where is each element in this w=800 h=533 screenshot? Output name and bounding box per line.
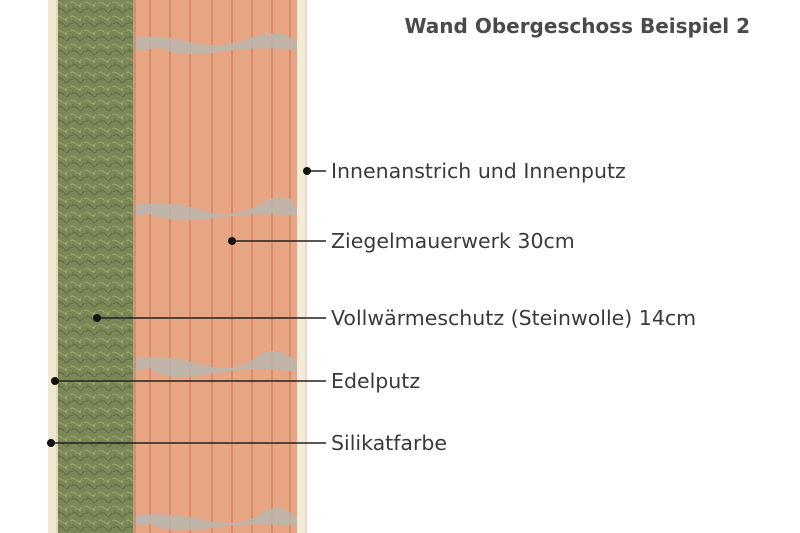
interior-plaster-layer	[297, 0, 307, 533]
diagram-title: Wand Obergeschoss Beispiel 2	[404, 14, 750, 38]
leader-dot-brick	[228, 237, 236, 245]
mineral-wool-layer	[58, 0, 133, 533]
exterior-paint-layer	[48, 0, 58, 533]
leader-dots	[47, 167, 311, 447]
leader-dot-render	[51, 377, 59, 385]
label-render: Edelputz	[331, 369, 421, 393]
mortar-joints	[133, 32, 297, 531]
label-brick-masonry: Ziegelmauerwerk 30cm	[331, 229, 575, 253]
brick-layer	[133, 0, 297, 533]
render-edge	[56, 0, 58, 533]
label-interior-plaster: Innenanstrich und Innenputz	[331, 159, 626, 183]
leader-dot-insulation	[93, 314, 101, 322]
leader-dot-interior	[303, 167, 311, 175]
label-silicate-paint: Silikatfarbe	[331, 431, 448, 455]
label-mineral-wool: Vollwärmeschutz (Steinwolle) 14cm	[331, 306, 697, 330]
interior-paint-edge	[305, 0, 307, 533]
leader-dot-paint	[47, 439, 55, 447]
brick-vertical-grooves	[149, 0, 291, 533]
